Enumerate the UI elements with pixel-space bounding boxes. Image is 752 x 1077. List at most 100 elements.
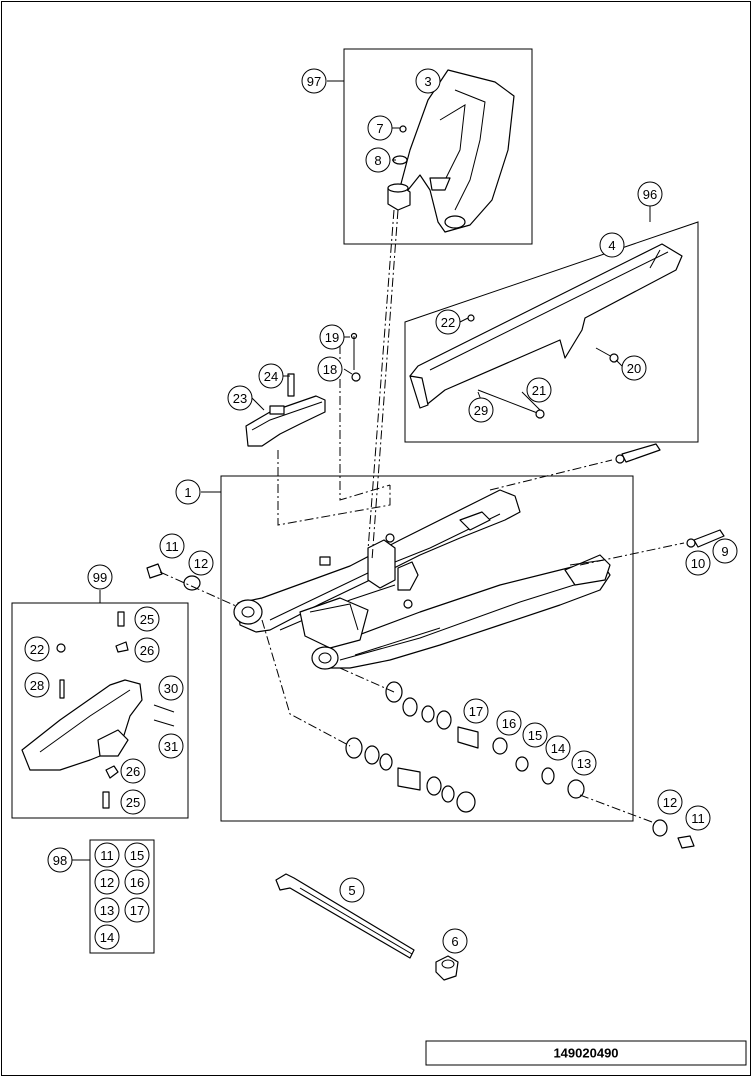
callout-5: 5 bbox=[339, 877, 365, 903]
group-box-98 bbox=[89, 839, 155, 954]
callout-30: 30 bbox=[158, 675, 184, 701]
callout-6: 6 bbox=[442, 928, 468, 954]
swing-arm-part bbox=[233, 489, 611, 670]
callout-label: 15 bbox=[528, 728, 542, 743]
callout-label: 12 bbox=[100, 875, 114, 890]
callout-circle bbox=[463, 698, 489, 724]
callout-3: 3 bbox=[415, 68, 441, 94]
callout-label: 21 bbox=[532, 383, 546, 398]
callout-17: 17 bbox=[124, 897, 150, 923]
callout-12: 12 bbox=[94, 869, 120, 895]
group-box-1 bbox=[220, 475, 634, 822]
pivot-bushings-left bbox=[146, 563, 201, 591]
callout-label: 96 bbox=[643, 187, 657, 202]
callout-12: 12 bbox=[657, 789, 683, 815]
callout-label: 12 bbox=[663, 795, 677, 810]
chain-guide-part bbox=[21, 611, 175, 809]
callout-label: 15 bbox=[130, 848, 144, 863]
callout-circle bbox=[339, 877, 365, 903]
callout-label: 12 bbox=[194, 556, 208, 571]
callout-circle bbox=[435, 309, 461, 335]
callout-circle bbox=[526, 377, 552, 403]
callout-label: 7 bbox=[376, 121, 383, 136]
screws-18-19 bbox=[350, 332, 361, 382]
callout-circle bbox=[227, 385, 253, 411]
callout-label: 14 bbox=[100, 930, 114, 945]
callout-label: 25 bbox=[140, 612, 154, 627]
callout-29: 29 bbox=[468, 397, 494, 423]
callout-99: 99 bbox=[87, 564, 113, 590]
callout-circle bbox=[442, 928, 468, 954]
callout-circle bbox=[94, 869, 120, 895]
callout-label: 14 bbox=[551, 741, 565, 756]
callout-12: 12 bbox=[188, 550, 214, 576]
callout-label: 17 bbox=[469, 704, 483, 719]
callout-label: 18 bbox=[323, 362, 337, 377]
callout-13: 13 bbox=[94, 897, 120, 923]
callout-label: 23 bbox=[233, 391, 247, 406]
callout-label: 30 bbox=[164, 681, 178, 696]
callout-14: 14 bbox=[94, 924, 120, 950]
callout-15: 15 bbox=[522, 722, 548, 748]
callout-label: 6 bbox=[451, 934, 458, 949]
chain-slider-part bbox=[397, 69, 515, 233]
callout-circle bbox=[120, 758, 146, 784]
callout-circle bbox=[158, 733, 184, 759]
callout-circle bbox=[522, 722, 548, 748]
callout-20: 20 bbox=[621, 355, 647, 381]
callout-label: 19 bbox=[325, 330, 339, 345]
callout-label: 1 bbox=[184, 485, 191, 500]
callout-label: 22 bbox=[30, 642, 44, 657]
callout-circle bbox=[621, 355, 647, 381]
callout-label: 10 bbox=[691, 556, 705, 571]
group-box-97 bbox=[343, 48, 533, 245]
callout-25: 25 bbox=[120, 789, 146, 815]
callout-label: 26 bbox=[126, 764, 140, 779]
callout-label: 97 bbox=[307, 74, 321, 89]
callout-19: 19 bbox=[319, 324, 345, 350]
callout-21: 21 bbox=[526, 377, 552, 403]
callout-23: 23 bbox=[227, 385, 253, 411]
callout-label: 24 bbox=[264, 369, 278, 384]
callout-circle bbox=[188, 550, 214, 576]
callout-label: 11 bbox=[165, 539, 179, 554]
callout-circle bbox=[657, 789, 683, 815]
bearing-stack-lower bbox=[345, 737, 476, 813]
callout-18: 18 bbox=[317, 356, 343, 382]
callout-circle bbox=[365, 147, 391, 173]
callout-label: 25 bbox=[126, 795, 140, 810]
callout-circle bbox=[175, 479, 201, 505]
callout-13: 13 bbox=[571, 750, 597, 776]
callout-label: 9 bbox=[721, 544, 728, 559]
callout-11: 11 bbox=[685, 805, 711, 831]
callout-label: 13 bbox=[577, 756, 591, 771]
callout-circle bbox=[124, 869, 150, 895]
callout-31: 31 bbox=[158, 733, 184, 759]
callout-circle bbox=[712, 538, 738, 564]
callout-circle bbox=[685, 550, 711, 576]
chain-sliding-guard-part bbox=[245, 373, 326, 447]
pivot-bushings-right bbox=[652, 819, 695, 849]
callout-circle bbox=[94, 897, 120, 923]
bearing-stack-upper bbox=[385, 681, 585, 799]
callout-16: 16 bbox=[124, 869, 150, 895]
callout-26: 26 bbox=[120, 758, 146, 784]
part-code-box bbox=[425, 1040, 747, 1066]
callout-circle bbox=[545, 735, 571, 761]
callout-16: 16 bbox=[496, 710, 522, 736]
callout-15: 15 bbox=[124, 842, 150, 868]
callout-circle bbox=[94, 924, 120, 950]
callout-7: 7 bbox=[367, 115, 393, 141]
callout-circle bbox=[134, 606, 160, 632]
callout-label: 17 bbox=[130, 903, 144, 918]
callout-circle bbox=[599, 232, 625, 258]
group-box-96 bbox=[404, 221, 699, 443]
callout-circle bbox=[319, 324, 345, 350]
callout-label: 29 bbox=[474, 403, 488, 418]
callout-label: 31 bbox=[164, 739, 178, 754]
callout-circle bbox=[496, 710, 522, 736]
callout-circle bbox=[367, 115, 393, 141]
callout-24: 24 bbox=[258, 363, 284, 389]
